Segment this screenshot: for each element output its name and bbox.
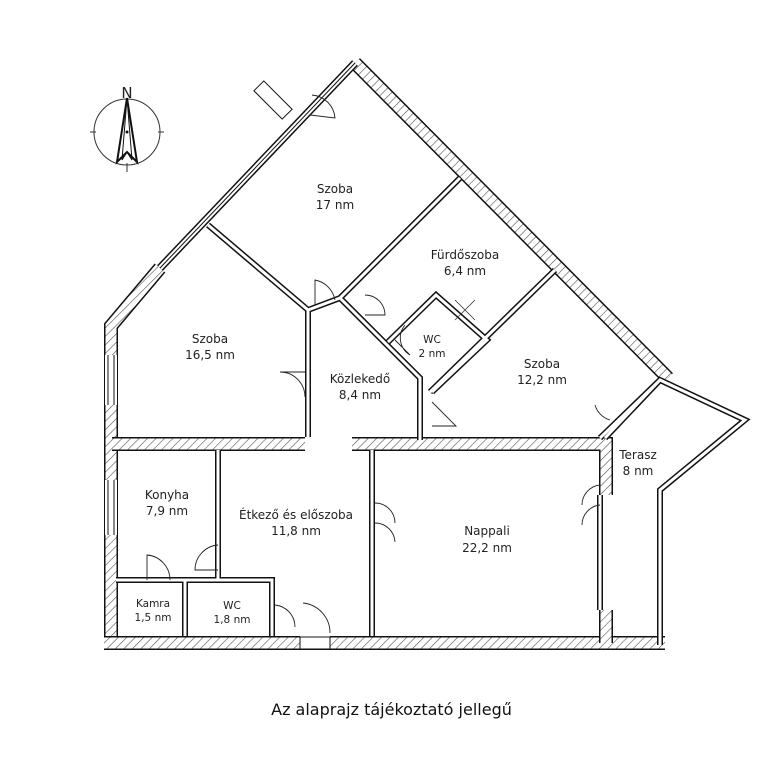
interior-walls	[116, 175, 751, 645]
svg-text:Nappali: Nappali	[464, 524, 510, 538]
room-label-wc-lower: WC 1,8 nm	[214, 600, 251, 626]
disclaimer-caption: Az alaprajz tájékoztató jellegű	[271, 700, 512, 719]
room-label-nappali: Nappali 22,2 nm	[462, 524, 512, 555]
svg-text:16,5 nm: 16,5 nm	[185, 348, 235, 362]
svg-text:Konyha: Konyha	[145, 488, 189, 502]
svg-text:8 nm: 8 nm	[623, 464, 654, 478]
room-label-wc-upper: WC 2 nm	[419, 334, 446, 360]
svg-text:Közlekedő: Közlekedő	[330, 372, 391, 386]
svg-text:12,2 nm: 12,2 nm	[517, 373, 567, 387]
svg-text:7,9 nm: 7,9 nm	[146, 504, 188, 518]
svg-text:Fürdőszoba: Fürdőszoba	[431, 248, 499, 262]
svg-text:11,8 nm: 11,8 nm	[271, 524, 321, 538]
north-arrow-compass-icon: N	[90, 84, 164, 172]
doors	[146, 94, 611, 634]
svg-text:Étkező és előszoba: Étkező és előszoba	[239, 507, 353, 522]
room-label-konyha: Konyha 7,9 nm	[145, 488, 189, 518]
windows	[105, 60, 358, 650]
svg-text:Kamra: Kamra	[136, 598, 170, 610]
svg-text:17 nm: 17 nm	[316, 198, 354, 212]
room-label-kozlekedo: Közlekedő 8,4 nm	[330, 372, 391, 402]
svg-text:Szoba: Szoba	[524, 357, 560, 371]
room-label-kamra: Kamra 1,5 nm	[135, 598, 172, 624]
svg-text:1,8 nm: 1,8 nm	[214, 614, 251, 626]
svg-text:22,2 nm: 22,2 nm	[462, 541, 512, 555]
svg-text:Szoba: Szoba	[317, 182, 353, 196]
room-label-szoba-16: Szoba 16,5 nm	[185, 332, 235, 362]
svg-text:2 nm: 2 nm	[419, 348, 446, 360]
room-label-furdoszoba: Fürdőszoba 6,4 nm	[431, 248, 499, 278]
outer-walls	[104, 58, 673, 650]
room-label-terasz: Terasz 8 nm	[618, 448, 657, 478]
svg-text:8,4 nm: 8,4 nm	[339, 388, 381, 402]
svg-text:WC: WC	[223, 600, 241, 612]
svg-text:1,5 nm: 1,5 nm	[135, 612, 172, 624]
room-label-szoba-12: Szoba 12,2 nm	[517, 357, 567, 387]
svg-text:Terasz: Terasz	[618, 448, 657, 462]
svg-text:6,4 nm: 6,4 nm	[444, 264, 486, 278]
north-label: N	[121, 84, 132, 102]
room-label-etkezo: Étkező és előszoba 11,8 nm	[239, 507, 353, 538]
svg-text:WC: WC	[423, 334, 441, 346]
svg-text:Szoba: Szoba	[192, 332, 228, 346]
room-label-szoba-17: Szoba 17 nm	[316, 182, 354, 212]
